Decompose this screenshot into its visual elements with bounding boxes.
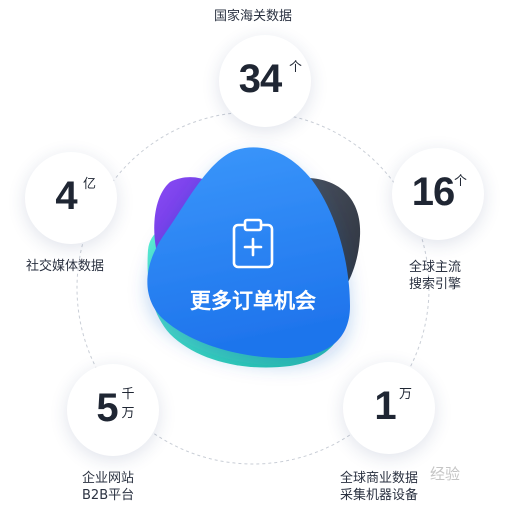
stat-circle-sites: 5 千 万: [67, 364, 159, 456]
stat-number-search: 16: [411, 170, 456, 214]
center-label: 更多订单机会: [190, 289, 316, 313]
blue-blob: [147, 147, 350, 358]
stat-unit-social: 亿: [83, 177, 97, 192]
stat-unit-sites-line2: 万: [121, 406, 135, 421]
stat-number-social: 4: [55, 174, 77, 218]
caption-collect-line2: 采集机器设备: [340, 488, 419, 503]
stat-unit-search: 个: [454, 174, 468, 189]
caption-search-line1: 全球主流: [409, 260, 462, 275]
watermark: 经验: [430, 465, 461, 483]
stat-number-collect: 1: [374, 384, 396, 428]
stat-unit-collect: 万: [399, 387, 413, 402]
caption-collect-line1: 全球商业数据: [340, 471, 419, 486]
stat-circle-collect: 1 万: [343, 362, 435, 454]
caption-sites-line1: 企业网站: [82, 471, 135, 486]
caption-social: 社交媒体数据: [26, 259, 105, 274]
stat-unit-sites-line1: 千: [121, 387, 135, 402]
stat-circle-customs: 34 个: [219, 35, 311, 127]
stat-number-customs: 34: [238, 57, 283, 101]
stat-circle-search: 16 个: [392, 148, 484, 240]
customs-data-title: 国家海关数据: [213, 9, 292, 24]
clipboard-plus-icon: [232, 218, 274, 269]
stat-number-sites: 5: [96, 386, 118, 430]
stat-unit-customs: 个: [289, 60, 303, 75]
caption-sites-line2: B2B平台: [82, 488, 135, 503]
caption-search-line2: 搜索引擎: [409, 277, 462, 292]
stat-circle-social: 4 亿: [25, 152, 117, 244]
